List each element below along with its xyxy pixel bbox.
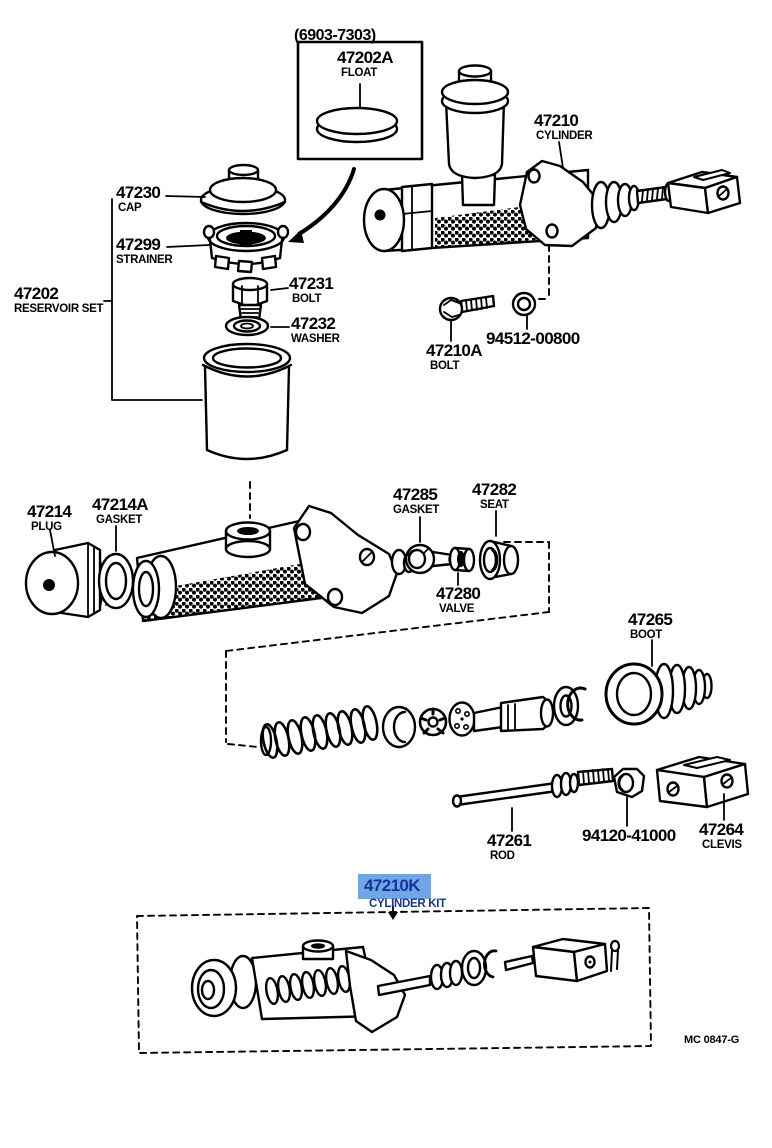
mount-nut-drawing bbox=[511, 244, 550, 330]
outlet-gasket-drawing bbox=[404, 516, 456, 575]
part-name-valve-seat: SEAT bbox=[480, 499, 509, 511]
part-number-47214A[interactable]: 47214A bbox=[92, 495, 149, 514]
part-number-47282[interactable]: 47282 bbox=[472, 480, 517, 499]
part-name-outlet-gasket: GASKET bbox=[393, 504, 440, 516]
part-number-47261[interactable]: 47261 bbox=[487, 831, 532, 850]
plug-drawing bbox=[24, 529, 110, 619]
rod-nut-drawing bbox=[612, 767, 646, 827]
lower-cylinder-drawing bbox=[131, 504, 416, 623]
part-name-plug-gasket: GASKET bbox=[96, 514, 143, 526]
label-valve: 47280 VALVE bbox=[436, 584, 481, 616]
strainer-drawing bbox=[166, 221, 290, 274]
label-cylinder: 47210 CYLINDER bbox=[534, 111, 593, 143]
label-push-rod: 47261 ROD bbox=[487, 831, 532, 863]
label-reservoir-set: 47202 RESERVOIR SET bbox=[14, 284, 104, 316]
label-mount-nut: 94512-00800 bbox=[486, 330, 580, 347]
part-number-47210K[interactable]: 47210K bbox=[364, 876, 421, 895]
cylinder-kit-assembly-drawing bbox=[190, 937, 621, 1034]
part-name-reservoir-set: RESERVOIR SET bbox=[14, 303, 104, 315]
float-pointer-arrow bbox=[288, 167, 356, 243]
part-number-47214[interactable]: 47214 bbox=[27, 502, 72, 521]
part-name-cylinder: CYLINDER bbox=[536, 130, 593, 142]
cylinder-kit-box bbox=[136, 905, 652, 1054]
label-plug: 47214 PLUG bbox=[27, 502, 72, 534]
drawing-code: MC 0847-G bbox=[684, 1034, 740, 1046]
part-name-reservoir-bolt: BOLT bbox=[292, 293, 322, 305]
label-reservoir-washer: 47232 WASHER bbox=[291, 315, 340, 346]
label-clevis: 47264 CLEVIS bbox=[699, 820, 744, 852]
cylinder-flange-drawing bbox=[518, 159, 742, 248]
cotter-pin-drawing bbox=[609, 939, 621, 972]
label-outlet-gasket: 47285 GASKET bbox=[393, 486, 439, 517]
label-plug-gasket: 47214A GASKET bbox=[92, 495, 149, 527]
part-name-mount-bolt: BOLT bbox=[430, 360, 460, 372]
plug-gasket-drawing bbox=[97, 525, 135, 610]
part-name-strainer: STRAINER bbox=[116, 254, 173, 266]
label-boot: 47265 BOOT bbox=[628, 610, 673, 642]
mount-bolt-drawing bbox=[438, 294, 496, 342]
label-cap: 47230 CAP bbox=[116, 183, 161, 215]
part-number-47210A[interactable]: 47210A bbox=[426, 341, 483, 360]
cylinder-leader-line bbox=[558, 141, 564, 169]
label-reservoir-bolt: 47231 BOLT bbox=[289, 274, 334, 306]
part-name-plug: PLUG bbox=[31, 521, 62, 533]
reservoir-washer-drawing bbox=[224, 315, 290, 337]
reservoir-bolt-drawing bbox=[231, 276, 289, 322]
part-number-47285[interactable]: 47285 bbox=[393, 485, 438, 504]
part-number-47264[interactable]: 47264 bbox=[699, 820, 744, 839]
part-number-47230[interactable]: 47230 bbox=[116, 183, 161, 202]
part-name-push-rod: ROD bbox=[490, 850, 515, 862]
part-name-cap: CAP bbox=[118, 202, 142, 214]
part-number-47280[interactable]: 47280 bbox=[436, 584, 481, 603]
part-number-47202A[interactable]: 47202A bbox=[337, 48, 394, 67]
part-name-cylinder-kit: CYLINDER KIT bbox=[369, 898, 446, 910]
label-mount-bolt: 47210A BOLT bbox=[426, 341, 483, 373]
part-name-boot: BOOT bbox=[630, 629, 663, 641]
part-number-47210[interactable]: 47210 bbox=[534, 111, 579, 130]
label-valve-seat: 47282 SEAT bbox=[472, 480, 517, 512]
part-name-float: FLOAT bbox=[341, 67, 377, 79]
part-number-94512-00800[interactable]: 94512-00800 bbox=[486, 329, 580, 348]
part-number-47265[interactable]: 47265 bbox=[628, 610, 673, 629]
kit-internals-dashed-outline bbox=[225, 541, 550, 748]
label-strainer: 47299 STRAINER bbox=[116, 235, 173, 267]
push-rod-drawing bbox=[451, 767, 615, 832]
reservoir-set-bracket bbox=[103, 198, 203, 401]
float-inset-box-drawing bbox=[296, 40, 424, 161]
reservoir-filter-drawing bbox=[440, 64, 510, 180]
valve-seat-drawing bbox=[478, 510, 520, 581]
production-date-range: (6903-7303) bbox=[294, 27, 376, 44]
label-cylinder-kit[interactable]: 47210K CYLINDER KIT bbox=[358, 874, 446, 910]
label-float: 47202A FLOAT bbox=[337, 48, 394, 80]
part-number-94120-41000[interactable]: 94120-41000 bbox=[582, 826, 676, 845]
clevis-drawing bbox=[655, 755, 750, 821]
part-number-47232[interactable]: 47232 bbox=[291, 314, 336, 333]
part-number-47299[interactable]: 47299 bbox=[116, 235, 161, 254]
reservoir-body-drawing bbox=[201, 342, 293, 519]
boot-drawing bbox=[604, 639, 713, 726]
valve-drawing bbox=[448, 546, 476, 586]
selection-highlight bbox=[358, 874, 431, 899]
part-number-47202[interactable]: 47202 bbox=[14, 284, 59, 303]
piston-kit-parts-drawing bbox=[259, 685, 587, 759]
part-name-clevis: CLEVIS bbox=[702, 839, 742, 851]
label-rod-nut: 94120-41000 bbox=[582, 827, 676, 844]
part-name-valve: VALVE bbox=[439, 603, 475, 615]
part-name-reservoir-washer: WASHER bbox=[291, 333, 340, 345]
part-number-47231[interactable]: 47231 bbox=[289, 274, 334, 293]
cap-drawing bbox=[165, 163, 287, 216]
